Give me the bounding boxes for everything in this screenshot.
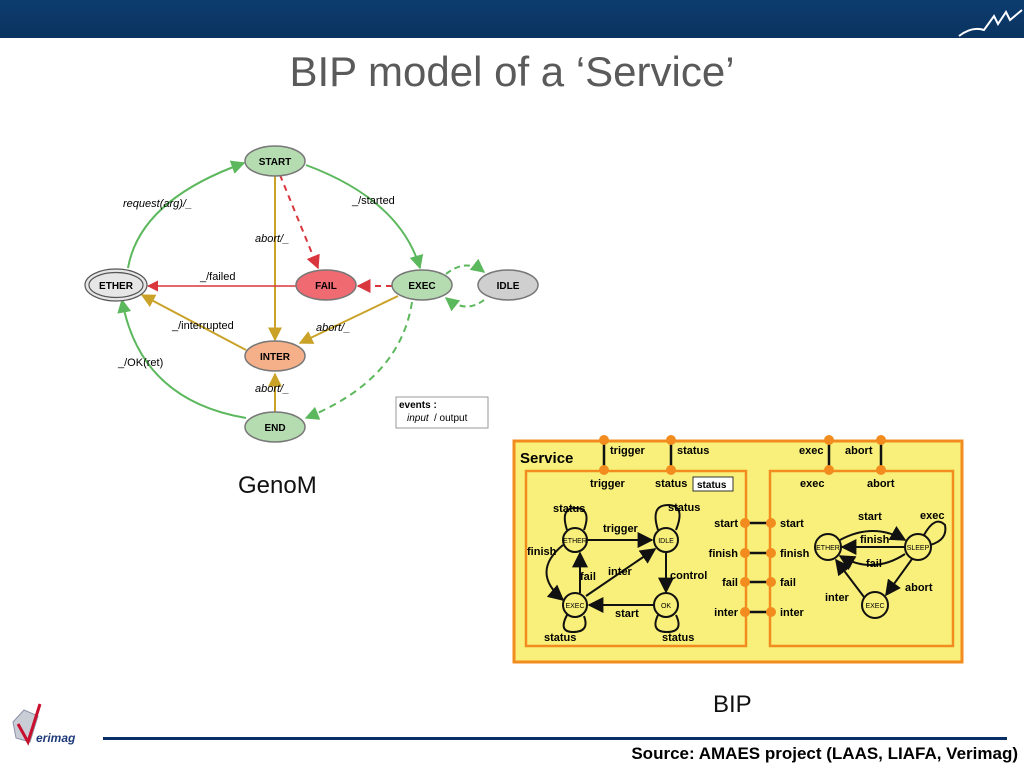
svg-text:fail: fail bbox=[866, 558, 882, 570]
svg-text:inter: inter bbox=[780, 607, 805, 619]
state-start: START bbox=[244, 145, 306, 177]
svg-text:exec: exec bbox=[800, 478, 824, 490]
state-idle: IDLE bbox=[477, 269, 539, 301]
svg-text:start: start bbox=[615, 608, 639, 620]
svg-text:END: END bbox=[264, 423, 285, 434]
svg-text:START: START bbox=[259, 157, 292, 168]
svg-text:ETHER: ETHER bbox=[99, 281, 134, 292]
label-abort3: abort/_ bbox=[255, 383, 289, 395]
edge-exec-inter bbox=[298, 295, 399, 344]
svg-text:start: start bbox=[780, 518, 804, 530]
genom-edges bbox=[117, 160, 486, 420]
svg-text:status: status bbox=[677, 445, 709, 457]
svg-text:status: status bbox=[655, 478, 687, 490]
svg-text:start: start bbox=[858, 511, 882, 523]
svg-text:status: status bbox=[668, 502, 700, 514]
edge-exec-end bbox=[304, 301, 413, 420]
svg-text:inter: inter bbox=[714, 607, 739, 619]
state-inter: INTER bbox=[244, 340, 306, 372]
right-automaton bbox=[814, 520, 947, 619]
svg-text:EXEC: EXEC bbox=[408, 281, 435, 292]
svg-text:abort: abort bbox=[845, 445, 873, 457]
svg-text:input: input bbox=[407, 413, 430, 424]
svg-text:finish: finish bbox=[527, 546, 557, 558]
source-citation: Source: AMAES project (LAAS, LIAFA, Veri… bbox=[631, 744, 1018, 763]
svg-text:ETHER: ETHER bbox=[816, 545, 840, 552]
svg-text:abort: abort bbox=[905, 582, 933, 594]
svg-text:status: status bbox=[662, 632, 694, 644]
svg-text:EXEC: EXEC bbox=[865, 603, 884, 610]
label-abort2: abort/_ bbox=[316, 322, 350, 334]
bird-logo-icon bbox=[958, 9, 1023, 37]
svg-text:fail: fail bbox=[780, 577, 796, 589]
middle-ports bbox=[740, 518, 776, 617]
svg-text:start: start bbox=[714, 518, 738, 530]
genom-caption: GenoM bbox=[238, 472, 317, 499]
svg-text:abort: abort bbox=[867, 478, 895, 490]
svg-text:FAIL: FAIL bbox=[315, 281, 337, 292]
service-label: Service bbox=[520, 450, 573, 467]
state-fail: FAIL bbox=[295, 269, 357, 301]
edge-exec-idle bbox=[445, 258, 486, 275]
svg-text:finish: finish bbox=[860, 534, 890, 546]
svg-text:status: status bbox=[553, 503, 585, 515]
edge-start-fail bbox=[279, 174, 320, 270]
top-ports bbox=[599, 435, 886, 475]
svg-text:/ output: / output bbox=[434, 413, 468, 424]
state-end: END bbox=[244, 411, 306, 443]
svg-text:IDLE: IDLE bbox=[497, 281, 520, 292]
edge-interrupted bbox=[140, 294, 247, 351]
svg-text:fail: fail bbox=[580, 571, 596, 583]
edge-started bbox=[305, 164, 424, 270]
svg-text:inter: inter bbox=[825, 592, 850, 604]
svg-text:exec: exec bbox=[799, 445, 823, 457]
svg-text:finish: finish bbox=[780, 548, 810, 560]
svg-text:control: control bbox=[670, 570, 707, 582]
state-exec: EXEC bbox=[391, 269, 453, 301]
label-failed: _/failed bbox=[199, 271, 235, 283]
svg-text:SLEEP: SLEEP bbox=[907, 545, 930, 552]
svg-text:finish: finish bbox=[709, 548, 739, 560]
svg-text:erimag: erimag bbox=[36, 731, 76, 745]
svg-text:EXEC: EXEC bbox=[565, 603, 584, 610]
edge-ok bbox=[117, 298, 247, 419]
left-component-box bbox=[524, 469, 748, 648]
label-request: request(arg)/_ bbox=[123, 198, 192, 210]
svg-text:trigger: trigger bbox=[603, 523, 639, 535]
svg-text:ETHER: ETHER bbox=[563, 538, 587, 545]
events-legend: events : input / output bbox=[395, 396, 489, 429]
header-bar bbox=[0, 0, 1024, 38]
label-ok: _/OK(ret) bbox=[117, 357, 163, 369]
footer-rule bbox=[103, 737, 1007, 740]
svg-text:OK: OK bbox=[661, 603, 671, 610]
svg-text:status: status bbox=[544, 632, 576, 644]
edge-idle-exec bbox=[444, 297, 485, 312]
left-automaton bbox=[545, 503, 681, 634]
svg-text:fail: fail bbox=[722, 577, 738, 589]
svg-text:IDLE: IDLE bbox=[658, 538, 674, 545]
svg-text:status: status bbox=[697, 480, 727, 491]
svg-text:trigger: trigger bbox=[610, 445, 646, 457]
label-abort1: abort/_ bbox=[255, 233, 289, 245]
verimag-logo: erimag bbox=[12, 703, 76, 746]
label-interrupted: _/interrupted bbox=[171, 320, 234, 332]
svg-text:INTER: INTER bbox=[260, 352, 291, 363]
svg-text:exec: exec bbox=[920, 510, 944, 522]
slide-title: BIP model of a ‘Service’ bbox=[289, 48, 735, 95]
svg-text:events :: events : bbox=[399, 400, 437, 411]
bip-caption: BIP bbox=[713, 691, 752, 718]
state-ether: ETHER bbox=[84, 268, 148, 302]
label-started: _/started bbox=[351, 195, 395, 207]
edge-request bbox=[127, 160, 246, 269]
status-box bbox=[692, 476, 734, 492]
svg-text:trigger: trigger bbox=[590, 478, 626, 490]
svg-text:inter: inter bbox=[608, 566, 633, 578]
